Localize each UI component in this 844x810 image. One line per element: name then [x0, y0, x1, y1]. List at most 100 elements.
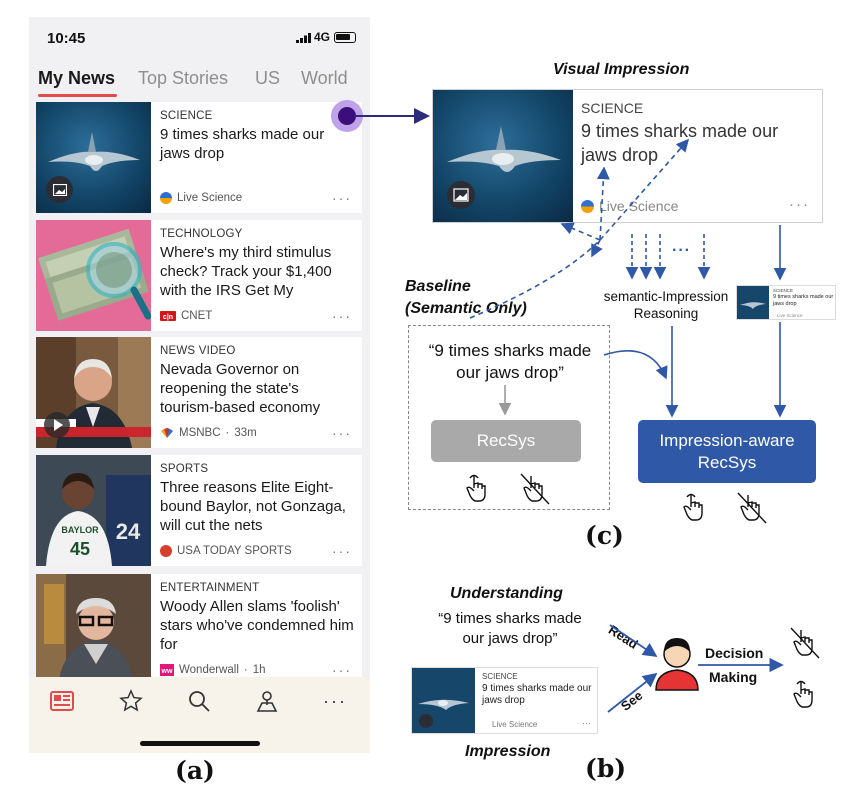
- source-name: CNET: [181, 310, 213, 322]
- tab-world[interactable]: World: [301, 68, 348, 88]
- source-name: Live Science: [599, 198, 679, 214]
- card-source: Live Science: [160, 192, 242, 204]
- decision-label: Decision: [705, 645, 764, 661]
- card-title[interactable]: Nevada Governor on reopening the state's…: [160, 361, 321, 416]
- quote-line-2: our jaws drop”: [462, 630, 558, 647]
- card-source: Live Science: [581, 198, 678, 214]
- tab-us[interactable]: US: [255, 68, 281, 88]
- understanding-title: Understanding: [450, 585, 563, 602]
- post-time: 33m: [234, 427, 257, 439]
- news-card-entertainment[interactable]: ENTERTAINMENT Woody Allen slams 'foolish…: [36, 574, 362, 685]
- portrait-thumbnail: [36, 574, 151, 685]
- more-options-icon[interactable]: ···: [332, 662, 352, 678]
- status-bar: 10:45 4G: [29, 17, 370, 61]
- card-category: SCIENCE: [160, 110, 213, 122]
- battery-icon: [334, 32, 356, 43]
- cnet-logo-icon: c|n: [160, 311, 176, 321]
- source-name: Wonderwall: [179, 664, 239, 676]
- impression-card-small: SCIENCE 9 times sharks made our jaws dro…: [411, 667, 598, 734]
- time-separator: ·: [225, 427, 230, 439]
- reasoning-line-1: semantic-Impression: [603, 289, 729, 304]
- card-category: TECHNOLOGY: [160, 228, 243, 240]
- live-science-logo-icon: [160, 192, 172, 204]
- svg-text:ww: ww: [161, 668, 173, 675]
- time-separator: ·: [243, 664, 248, 676]
- card-title[interactable]: Three reasons Elite Eight-bound Baylor, …: [160, 479, 346, 534]
- card-title[interactable]: 9 times sharks made our jaws drop: [160, 126, 325, 162]
- source-name: Live Science: [777, 313, 803, 318]
- no-click-hand-icon: [790, 627, 820, 659]
- card-category: SCIENCE: [773, 288, 794, 293]
- source-name: Live Science: [177, 192, 243, 204]
- svg-text:c|n: c|n: [163, 314, 173, 321]
- news-card-sports[interactable]: 24 BAYLOR 45 SPORTS Three reasons Elite …: [36, 455, 362, 566]
- bottom-tab-bar: ···: [29, 677, 370, 753]
- source-name: MSNBC: [179, 427, 221, 439]
- phone-screenshot: 10:45 4G My News Top Stories US World: [29, 17, 370, 753]
- search-icon[interactable]: [186, 688, 212, 714]
- reasoning-line-2: Reasoning: [633, 306, 699, 321]
- impression-title: Impression: [465, 743, 551, 760]
- more-options-icon[interactable]: ···: [332, 543, 352, 559]
- star-icon[interactable]: [118, 688, 144, 714]
- reasoning-input-arrows: [625, 234, 711, 280]
- tab-top-stories[interactable]: Top Stories: [138, 68, 229, 88]
- baseline-box: [408, 325, 610, 510]
- recsys-aware-line-2: RecSys: [697, 452, 757, 472]
- money-magnifier-thumbnail: [36, 220, 151, 331]
- tab-my-news[interactable]: My News: [38, 68, 116, 88]
- dashed-attention-arrows: [469, 138, 690, 319]
- card-category: SPORTS: [160, 463, 209, 475]
- card-title: 9 times sharks made our jaws drop: [773, 294, 834, 307]
- see-arrow: [607, 672, 658, 713]
- more-icon[interactable]: ···: [323, 690, 347, 711]
- making-label: Making: [709, 669, 758, 685]
- solid-flow-arrows: [603, 225, 787, 418]
- governor-video-thumbnail: [36, 337, 151, 448]
- more-options-icon: ···: [582, 718, 591, 728]
- map-pin-icon[interactable]: [254, 688, 280, 714]
- no-click-hand-icon: [737, 492, 767, 524]
- quote-line-1: “9 times sharks made: [428, 341, 592, 360]
- quote-line-1: “9 times sharks made: [438, 610, 582, 627]
- svg-text:24: 24: [116, 519, 141, 544]
- card-source: USA TODAY SPORTS: [160, 545, 292, 557]
- svg-text:45: 45: [70, 539, 90, 559]
- source-name: USA TODAY SPORTS: [177, 545, 292, 557]
- arrow-ellipsis: ···: [672, 242, 691, 259]
- selection-marker-icon: [331, 100, 363, 132]
- semantic-impression-reasoning: semantic-Impression Reasoning: [596, 288, 736, 322]
- more-options-icon[interactable]: ···: [332, 425, 352, 441]
- play-icon[interactable]: [44, 412, 70, 438]
- card-title[interactable]: Woody Allen slams 'foolish' stars who've…: [160, 598, 354, 653]
- news-card-science[interactable]: SCIENCE 9 times sharks made our jaws dro…: [36, 102, 362, 213]
- news-card-technology[interactable]: TECHNOLOGY Where's my third stimulus che…: [36, 220, 362, 331]
- source-name: Live Science: [492, 720, 538, 729]
- more-options-icon[interactable]: ···: [332, 308, 352, 324]
- status-time: 10:45: [47, 30, 86, 47]
- recsys-aware-line-1: Impression-aware: [659, 430, 795, 450]
- active-tab-indicator: [38, 94, 117, 97]
- card-category: NEWS VIDEO: [160, 345, 236, 357]
- card-category: ENTERTAINMENT: [160, 582, 260, 594]
- card-category: SCIENCE: [482, 672, 518, 681]
- shark-thumbnail-small: [412, 668, 475, 733]
- network-label: 4G: [313, 30, 330, 44]
- baseline-title: Baseline: [405, 278, 471, 295]
- news-feed-icon[interactable]: [49, 688, 75, 714]
- card-source: MSNBC · 33m: [160, 427, 257, 439]
- card-source: c|n CNET: [160, 310, 212, 322]
- live-science-logo-icon: [581, 199, 594, 213]
- more-options-icon[interactable]: ···: [332, 190, 352, 206]
- baseline-recsys: RecSys: [431, 420, 581, 462]
- click-hand-icon: [466, 474, 486, 502]
- understanding-quote: “9 times sharks made our jaws drop”: [412, 609, 608, 649]
- baseline-subtitle: (Semantic Only): [405, 300, 527, 317]
- user-avatar-icon: [655, 638, 699, 691]
- baseline-quote: “9 times sharks made our jaws drop”: [410, 340, 610, 384]
- news-card-news-video[interactable]: NEWS VIDEO Nevada Governor on reopening …: [36, 337, 362, 448]
- card-title: 9 times sharks made our jaws drop: [482, 683, 592, 706]
- more-options-icon: ···: [789, 196, 810, 213]
- card-title[interactable]: Where's my third stimulus check? Track y…: [160, 244, 332, 299]
